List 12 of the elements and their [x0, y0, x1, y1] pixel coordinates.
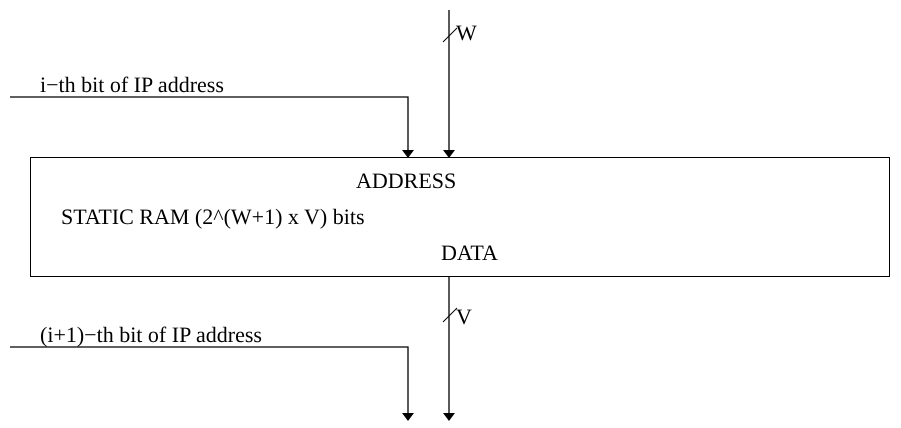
edge-label: V [456, 306, 472, 328]
arrow [443, 10, 455, 158]
arrow [10, 96, 414, 158]
signal-label: (i+1)−th bit of IP address [40, 324, 262, 346]
block-label: STATIC RAM (2^(W+1) x V) bits [61, 206, 364, 228]
arrow [10, 346, 414, 421]
signal-label: i−th bit of IP address [40, 74, 224, 96]
ram-block [30, 157, 890, 277]
port-label: DATA [441, 242, 498, 264]
edge-label: W [456, 22, 477, 44]
port-label: ADDRESS [356, 170, 456, 192]
arrow [443, 277, 455, 421]
